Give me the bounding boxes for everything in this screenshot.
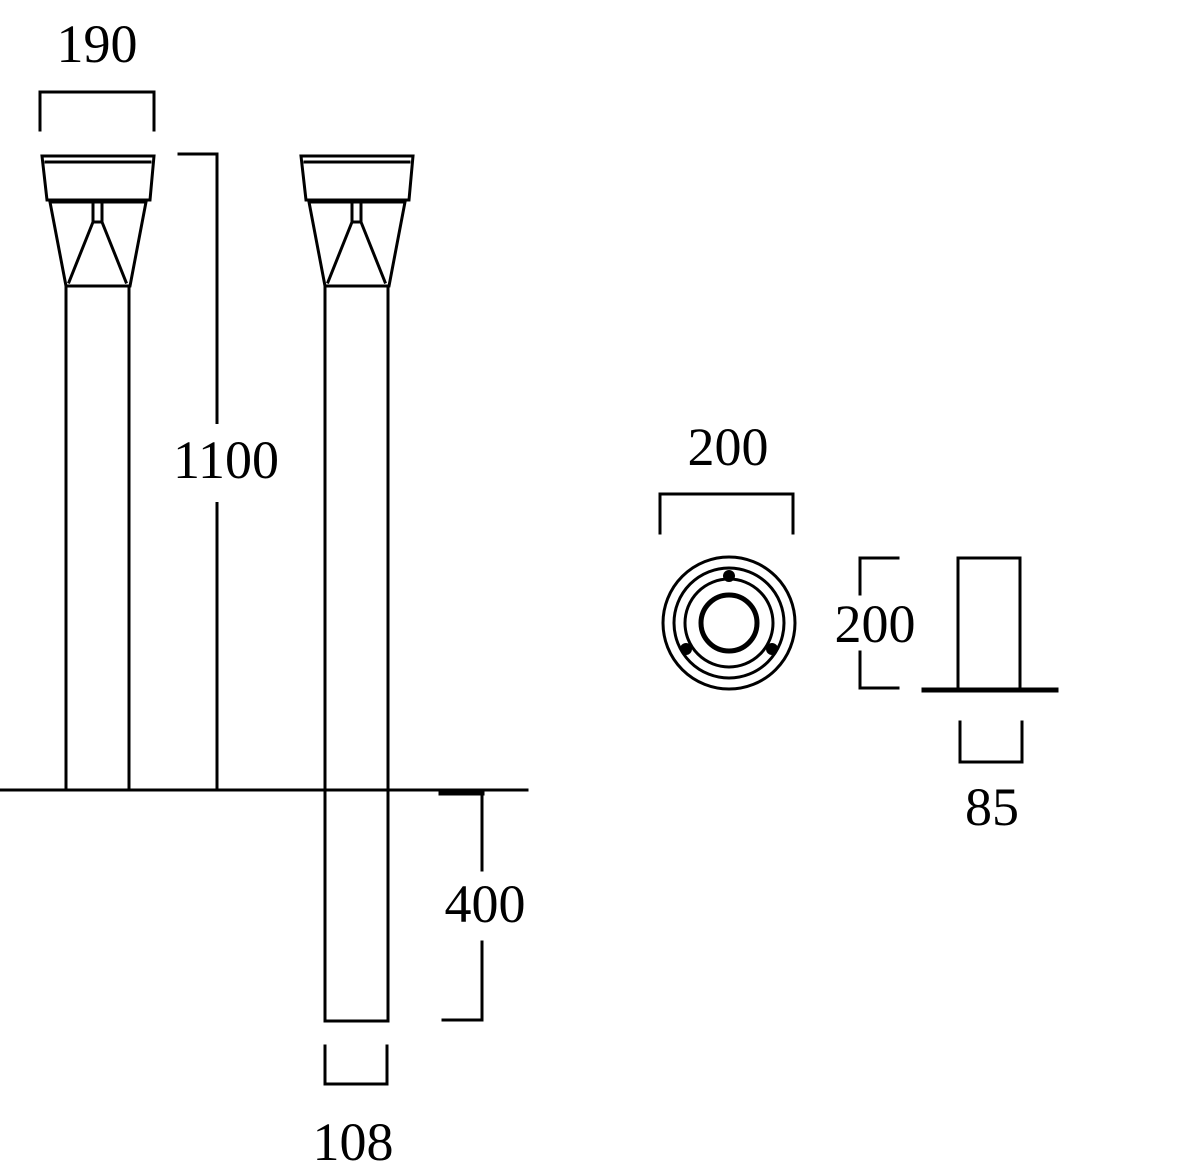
base-diameter-label: 200	[688, 417, 769, 477]
pole-diameter-label: 108	[313, 1112, 394, 1172]
head-width-label: 190	[57, 14, 138, 74]
bollard-head	[40, 154, 156, 202]
dimension-head-width: 190	[38, 14, 156, 132]
dimension-anchor-width: 85	[958, 720, 1024, 837]
center-hole	[698, 592, 760, 654]
height-label: 1100	[173, 430, 279, 490]
base-height-label: 200	[835, 594, 916, 654]
bollard-above-ground	[40, 154, 156, 792]
anchor-side-view	[921, 556, 1059, 693]
burial-depth-label: 400	[445, 874, 526, 934]
diffuser-inner-lines	[326, 200, 354, 284]
bolt-hole	[680, 643, 692, 655]
dimension-base-diameter: 200	[658, 417, 795, 535]
bolt-hole	[723, 570, 735, 582]
dimension-base-height: 200	[835, 556, 916, 690]
bollard-diffuser	[48, 200, 148, 288]
base-plate-outer-ring	[661, 555, 797, 691]
dimension-height: 1100	[165, 152, 289, 792]
bollard-head	[299, 154, 415, 202]
anchor-width-label: 85	[965, 777, 1019, 837]
bolt-hole	[766, 643, 778, 655]
base-plate-top-view	[661, 555, 797, 691]
base-plate-inner-ring	[672, 566, 786, 680]
anchor-sleeve	[956, 556, 1022, 692]
bollard-with-foundation	[299, 154, 415, 1023]
bollard-diffuser	[307, 200, 407, 288]
bolt-circle	[683, 577, 775, 669]
dimension-pole-diameter: 108	[313, 1044, 394, 1172]
diffuser-inner-lines	[67, 200, 95, 284]
dimension-burial-depth: 400	[438, 790, 526, 1022]
